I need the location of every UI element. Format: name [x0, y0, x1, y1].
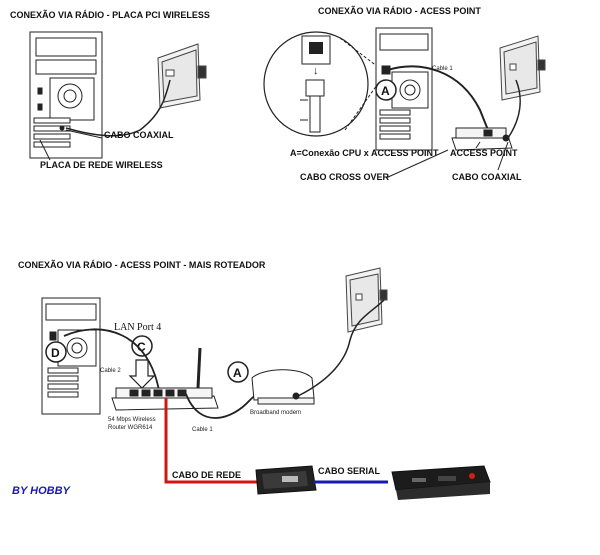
modem-device: [251, 369, 315, 405]
label-cabo-de-rede: CABO DE REDE: [172, 470, 241, 480]
ap-pointer-coax: [497, 141, 509, 171]
ap-title: CONEXÃO VIA RÁDIO - ACESS POINT: [318, 6, 481, 16]
pci-title: CONEXÃO VIA RÁDIO - PLACA PCI WIRELESS: [10, 10, 210, 20]
router-line1: 54 Mbps Wireless: [108, 417, 156, 423]
router-marker-a-text: A: [233, 366, 242, 380]
router-marker-d-text: D: [51, 346, 60, 360]
zoom-line-top: [339, 37, 383, 71]
antenna-1: [157, 43, 207, 109]
pc-tower-1: [29, 31, 103, 159]
zoom-line-bottom: [344, 77, 383, 131]
pci-card-port: [59, 125, 65, 131]
router-cable-2: [63, 328, 161, 397]
network-adapter-device: [255, 465, 317, 495]
footer-byline: BY HOBBY: [12, 485, 72, 497]
pci-label-cable: CABO COAXIAL: [104, 130, 174, 140]
ap-pointer-ap: [475, 141, 481, 149]
pci-pointer-cable: [65, 129, 103, 139]
router-marker-a: [227, 361, 249, 383]
router-modem-label: Broadband modem: [250, 410, 301, 416]
lan-arrow-icon: [128, 359, 156, 389]
ap-marker-a-text: A: [381, 84, 390, 98]
antenna-3: [345, 267, 388, 333]
ap-label-conn: A=Conexão CPU x ACCESS POINT: [290, 148, 439, 158]
router-marker-c-text: C: [137, 340, 146, 354]
receiver-device: [391, 465, 491, 500]
router-cable1-label: Cable 1: [192, 427, 213, 433]
router-coax-cable: [297, 299, 385, 397]
router-marker-d: [45, 341, 67, 363]
ap-marker-a: [375, 79, 397, 101]
ap-coax-cable: [507, 79, 521, 139]
zoom-circle: ↓: [263, 31, 369, 137]
router-cable2-label: Cable 2: [100, 368, 121, 374]
router-line2: Router WGR614: [108, 425, 153, 431]
ap-label-cross: CABO CROSS OVER: [300, 172, 390, 182]
pci-pointer-card: [39, 139, 51, 161]
cabo-de-rede-line: [164, 398, 258, 484]
router-marker-c: [131, 335, 153, 357]
pci-label-card: PLACA DE REDE WIRELESS: [40, 160, 163, 170]
router-title: CONEXÃO VIA RÁDIO - ACESS POINT - MAIS R…: [18, 260, 266, 270]
access-point-device: [451, 127, 513, 151]
ap-label-ap: ACCESS POINT: [450, 148, 518, 158]
antenna-2: [499, 35, 546, 101]
label-cabo-serial: CABO SERIAL: [318, 466, 381, 476]
router-lan-port: LAN Port 4: [114, 322, 161, 333]
ap-label-coax: CABO COAXIAL: [452, 172, 522, 182]
coax-cable-1: [65, 79, 171, 137]
ap-pointer-cross: [385, 149, 449, 179]
svg-text:↓: ↓: [313, 65, 319, 77]
ap-cable-small: Cable 1: [432, 66, 453, 72]
ap-cable-1: [387, 65, 489, 131]
